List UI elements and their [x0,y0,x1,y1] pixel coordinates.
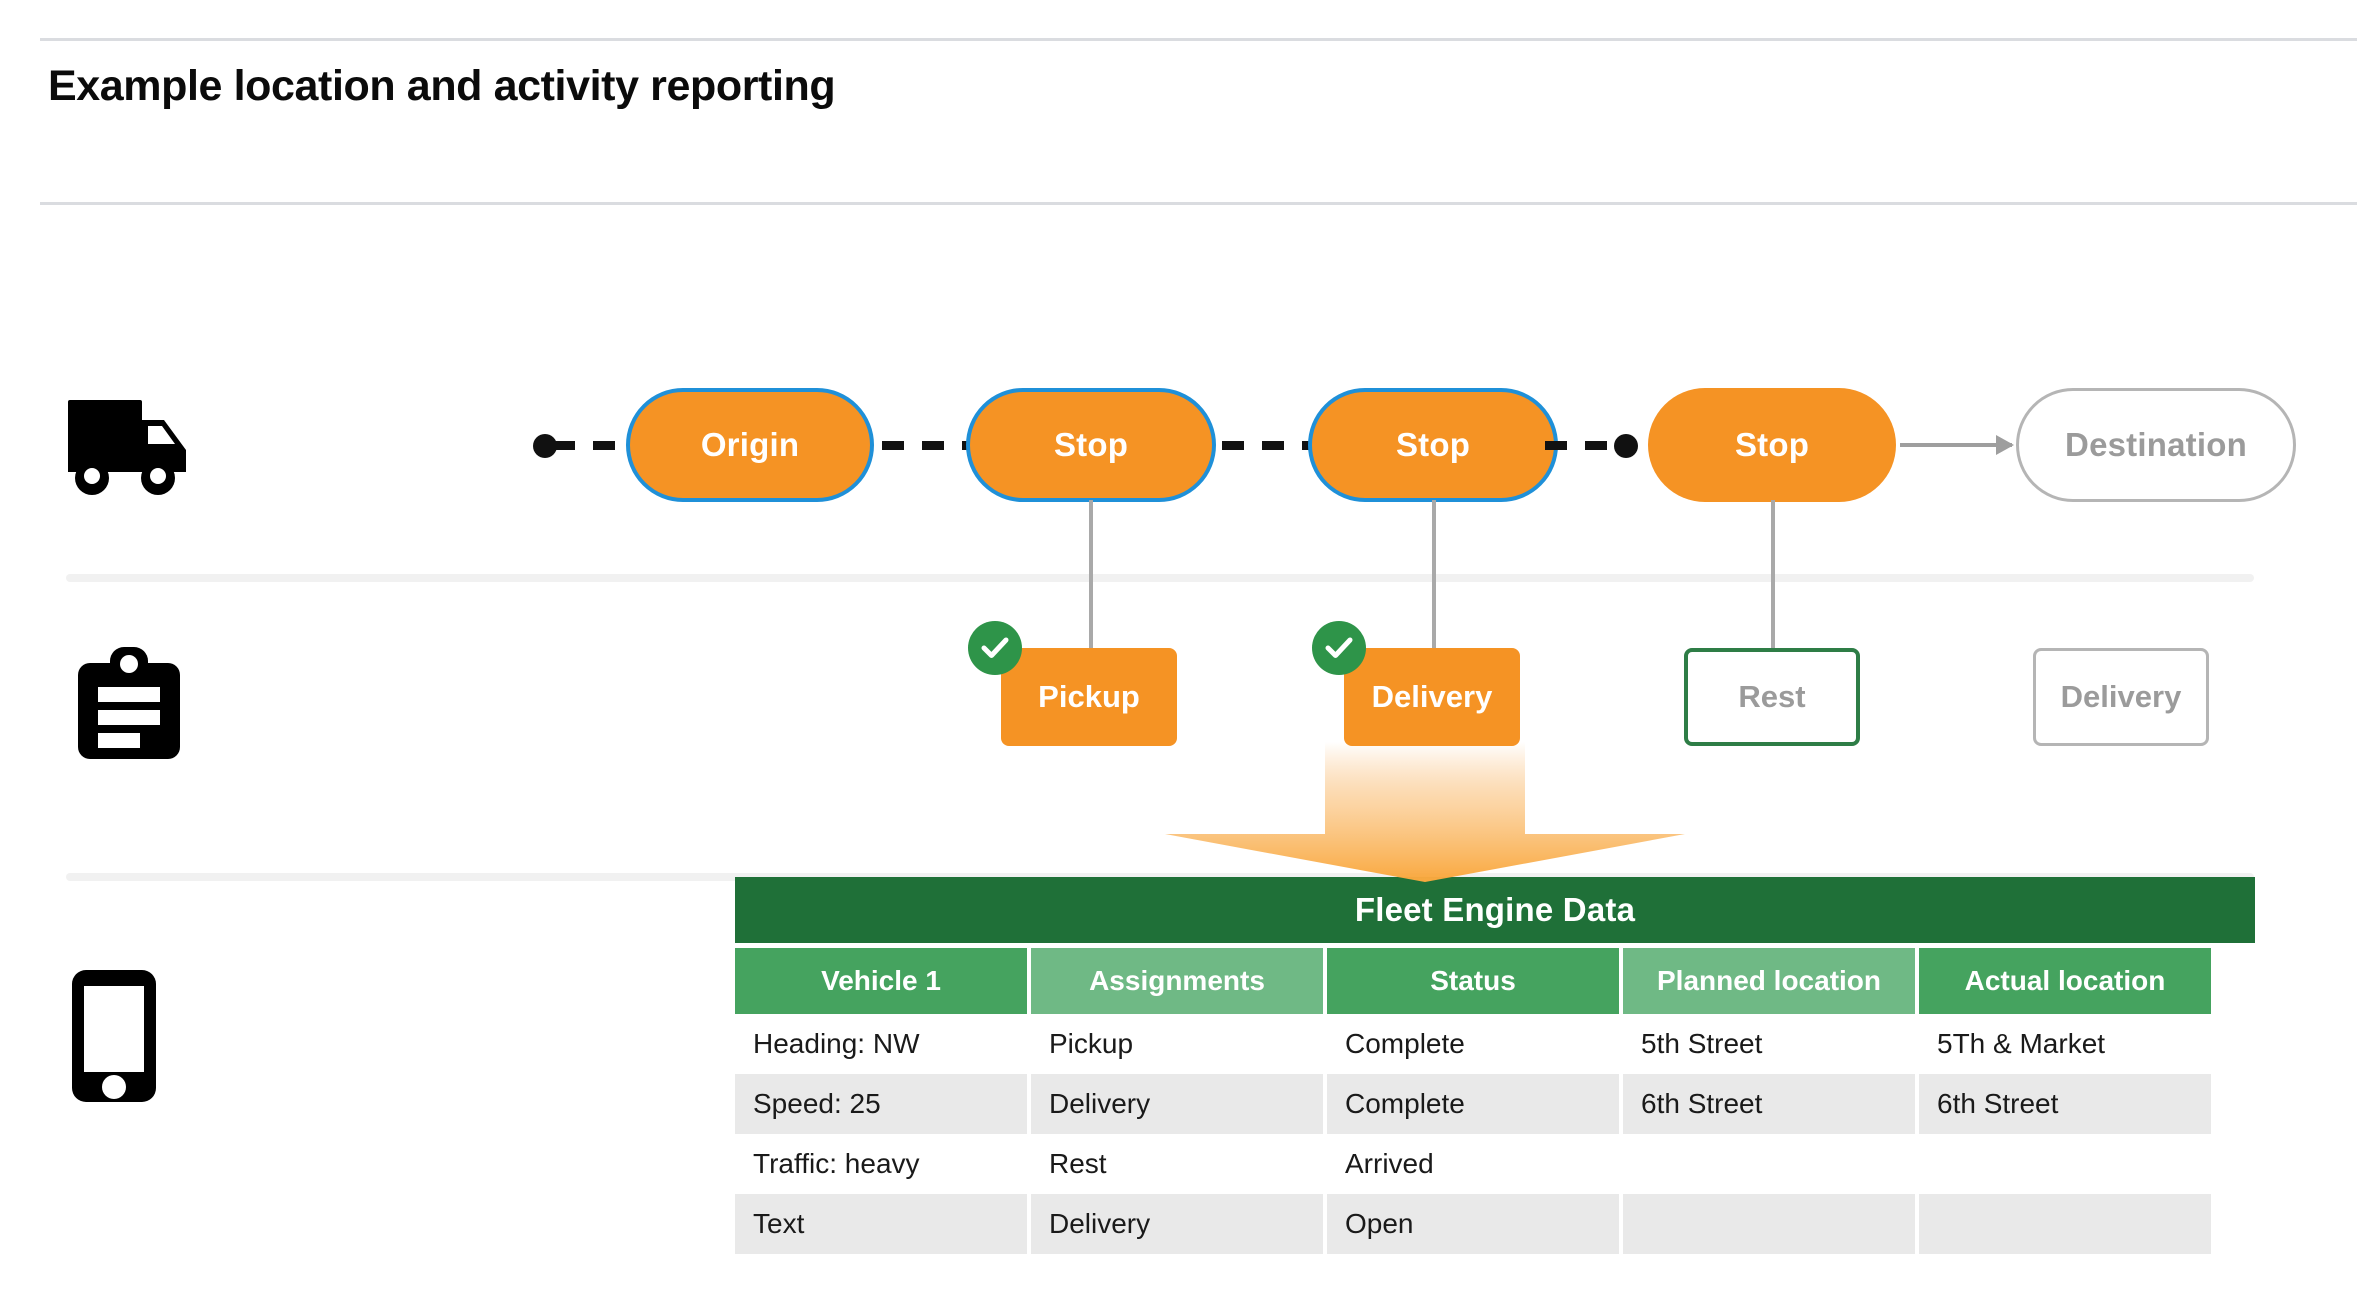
activity-card-rest[interactable]: Rest [1684,648,1860,746]
table-cell [1623,1134,1915,1194]
activity-card-delivery-2[interactable]: Delivery [2033,648,2209,746]
route-node-stop-3[interactable]: Stop [1648,388,1896,502]
connector-stop3-rest [1771,500,1775,650]
route-dash-segment [1222,441,1312,450]
route-node-origin[interactable]: Origin [626,388,874,502]
clipboard-icon [70,645,188,768]
table-cell: Pickup [1031,1014,1323,1074]
data-flow-arrow-icon [1165,742,1685,882]
column-header-actual-location[interactable]: Actual location [1919,948,2211,1014]
activity-card-delivery-1[interactable]: Delivery [1344,648,1520,746]
column-header-vehicle[interactable]: Vehicle 1 [735,948,1027,1014]
route-dash-segment [553,441,629,450]
table-cell: Complete [1327,1014,1619,1074]
route-node-label: Destination [2065,426,2247,463]
route-node-stop-2[interactable]: Stop [1308,388,1558,502]
route-dash-segment [1545,441,1623,450]
table-cell: 6th Street [1919,1074,2211,1134]
column-header-status[interactable]: Status [1327,948,1619,1014]
table-cell: 5Th & Market [1919,1014,2211,1074]
page-title: Example location and activity reporting [48,62,836,110]
connector-stop2-delivery [1432,500,1436,668]
table-cell: Complete [1327,1074,1619,1134]
activity-card-label: Delivery [2060,679,2182,714]
table-row: Heading: NW Pickup Complete 5th Street 5… [735,1014,2255,1074]
table-row: Text Delivery Open [735,1194,2255,1254]
table-cell: Text [735,1194,1027,1254]
table-cell: Traffic: heavy [735,1134,1027,1194]
activity-card-label: Delivery [1371,679,1493,714]
phone-icon [68,968,160,1109]
check-circle-icon [1312,621,1366,675]
route-node-stop-1[interactable]: Stop [966,388,1216,502]
table-cell: Open [1327,1194,1619,1254]
table-cell [1919,1194,2211,1254]
table-cell [1623,1194,1915,1254]
top-divider [40,38,2357,41]
table-row: Traffic: heavy Rest Arrived [735,1134,2255,1194]
table-cell: 5th Street [1623,1014,1915,1074]
route-node-destination[interactable]: Destination [2016,388,2296,502]
check-circle-icon [968,621,1022,675]
table-row: Speed: 25 Delivery Complete 6th Street 6… [735,1074,2255,1134]
activity-card-pickup[interactable]: Pickup [1001,648,1177,746]
table-title: Fleet Engine Data [735,877,2255,943]
route-node-label: Stop [1395,426,1471,463]
route-mid-dot [1614,434,1638,458]
title-divider [40,202,2357,205]
table-cell: Arrived [1327,1134,1619,1194]
connector-stop1-pickup [1089,500,1093,668]
row-divider-vehicle-activity [66,574,2254,582]
table-cell: Speed: 25 [735,1074,1027,1134]
table-cell: Delivery [1031,1074,1323,1134]
route-node-label: Origin [700,426,800,463]
route-dash-segment [882,441,968,450]
column-header-assignments[interactable]: Assignments [1031,948,1323,1014]
activity-card-label: Pickup [1038,679,1140,714]
table-cell: Rest [1031,1134,1323,1194]
activity-card-label: Rest [1738,679,1806,714]
route-node-label: Stop [1734,426,1810,463]
truck-icon [68,398,200,501]
arrow-right-icon [1900,435,2014,455]
table-cell: Heading: NW [735,1014,1027,1074]
fleet-engine-data-table: Fleet Engine Data Vehicle 1 Assignments … [735,877,2255,1254]
table-cell: 6th Street [1623,1074,1915,1134]
table-cell: Delivery [1031,1194,1323,1254]
table-header-row: Vehicle 1 Assignments Status Planned loc… [735,948,2255,1014]
route-node-label: Stop [1053,426,1129,463]
column-header-planned-location[interactable]: Planned location [1623,948,1915,1014]
table-cell [1919,1134,2211,1194]
